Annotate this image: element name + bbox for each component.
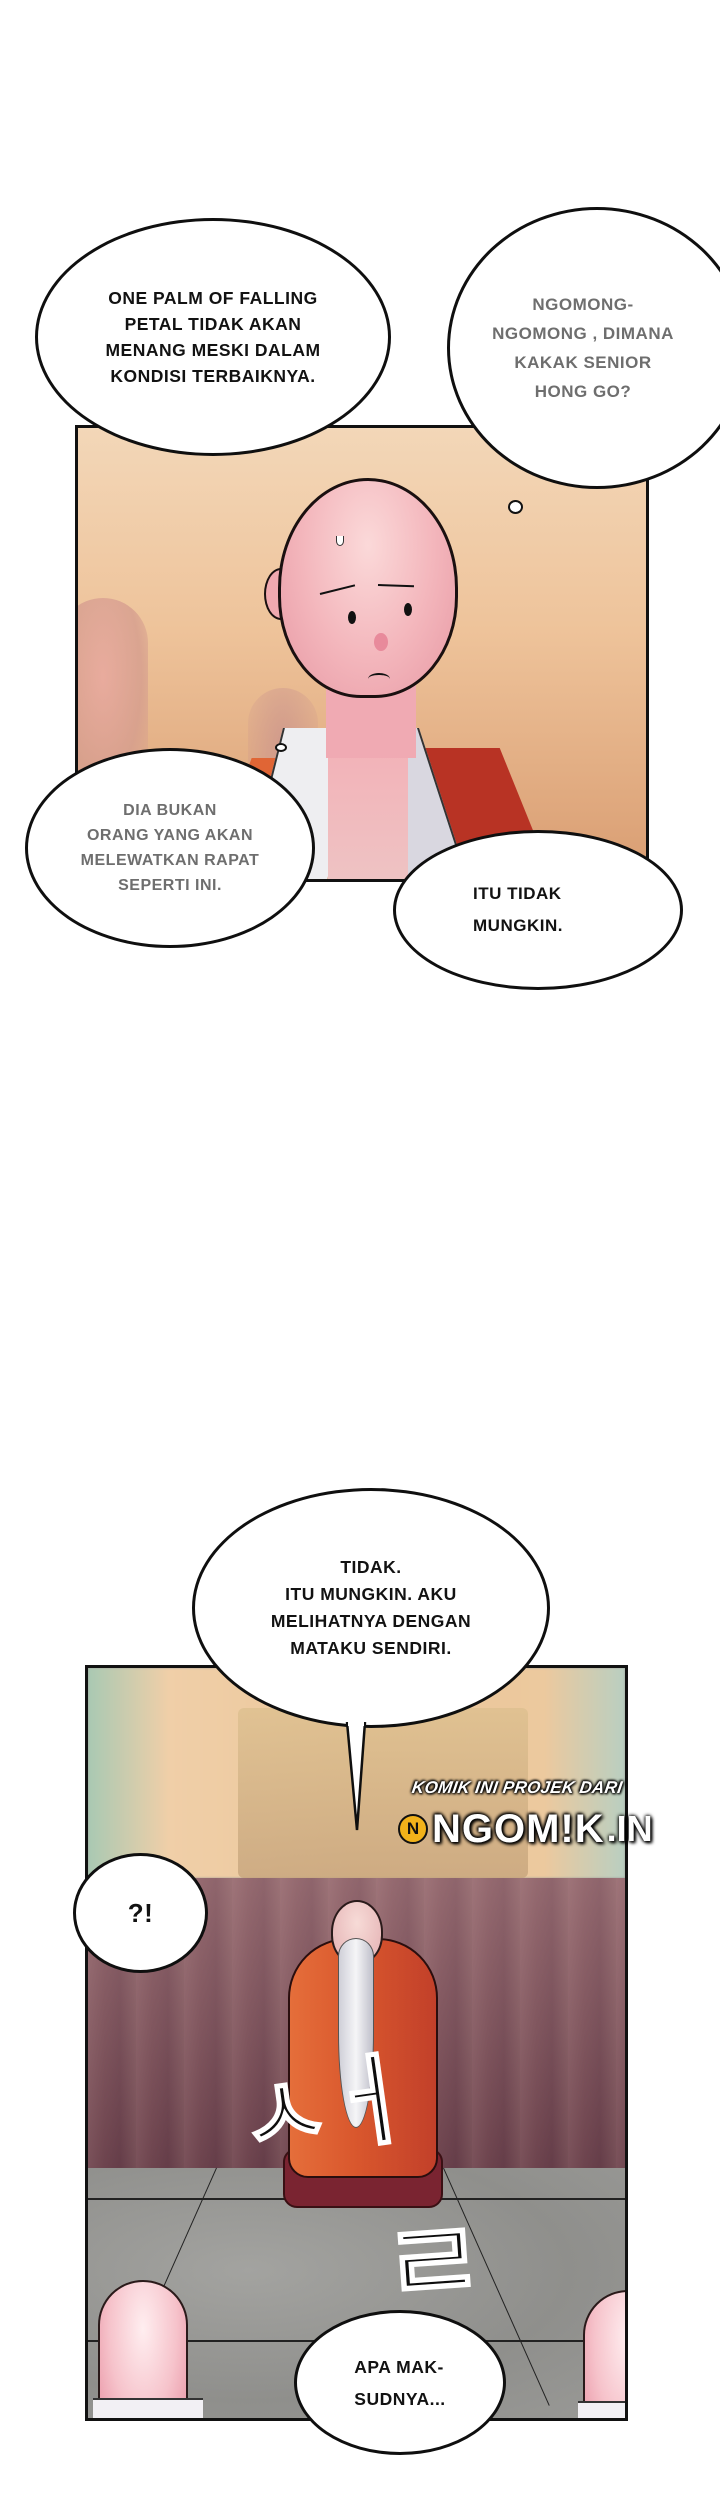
sound-effect-text: ㅅㅓ	[230, 2037, 419, 2180]
temple-altar-blurred	[238, 1708, 528, 1878]
young-monk-head	[278, 478, 458, 698]
thought-trail-dot	[508, 500, 523, 514]
brand-badge-icon: N	[398, 1814, 428, 1844]
scanlation-watermark-logo: N NGOM!K .IN	[398, 1808, 653, 1850]
monk-collar	[578, 2401, 625, 2418]
foreground-monk-right	[583, 2290, 625, 2418]
brand-domain: .IN	[606, 1808, 653, 1849]
bubble-text: TIDAK. ITU MUNGKIN. AKU MELIHATNYA DENGA…	[270, 1557, 472, 1658]
bubble-text: DIA BUKAN ORANG YANG AKAN MELEWATKAN RAP…	[80, 802, 260, 894]
monk-nose	[374, 633, 388, 651]
speech-bubble-surprise: ?!	[73, 1853, 208, 1973]
speech-bubble-what-do-you-mean: APA MAK- SUDNYA...	[294, 2310, 506, 2455]
monk-chest	[328, 748, 408, 879]
speech-bubble-saw-it-myself: TIDAK. ITU MUNGKIN. AKU MELIHATNYA DENGA…	[192, 1488, 550, 1728]
monk-collar	[93, 2398, 203, 2418]
bubble-text: APA MAK- SUDNYA...	[354, 2356, 446, 2409]
thought-trail-dot	[275, 743, 287, 752]
bubble-text: ?!	[127, 1897, 154, 1928]
sound-effect-text: ㄹ	[378, 2194, 490, 2332]
brand-name: NGOM!K	[432, 1807, 605, 1851]
thought-bubble-where-hong-go: NGOMONG- NGOMONG , DIMANA KAKAK SENIOR H…	[447, 207, 720, 489]
bubble-text: ITU TIDAK MUNGKIN.	[473, 884, 563, 935]
bubble-text: NGOMONG- NGOMONG , DIMANA KAKAK SENIOR H…	[492, 295, 674, 401]
monk-mouth	[368, 673, 390, 685]
speech-bubble-tail	[345, 1722, 367, 1831]
scanlation-watermark-tagline: KOMIK INI PROJEK DARI	[410, 1778, 624, 1797]
monk-eye-right	[404, 603, 412, 616]
bubble-text: ONE PALM OF FALLING PETAL TIDAK AKAN MEN…	[105, 288, 321, 386]
sweat-drop-icon	[336, 536, 344, 546]
foreground-monk-left	[98, 2280, 188, 2418]
speech-bubble-impossible: ITU TIDAK MUNGKIN.	[393, 830, 683, 990]
elder-monk-beard	[338, 1938, 374, 2128]
speech-bubble-falling-petal: ONE PALM OF FALLING PETAL TIDAK AKAN MEN…	[35, 218, 391, 456]
thought-bubble-not-one-to-skip: DIA BUKAN ORANG YANG AKAN MELEWATKAN RAP…	[25, 748, 315, 948]
monk-eye-left	[348, 611, 356, 624]
